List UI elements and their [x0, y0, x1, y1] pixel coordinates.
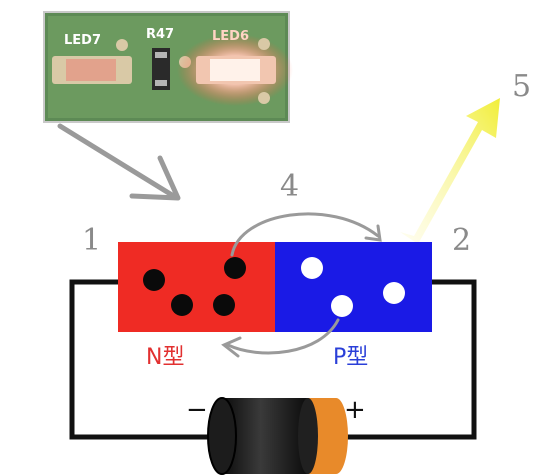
- led7-label: LED7: [64, 33, 101, 48]
- callout-4: 4: [280, 169, 299, 204]
- recombination-arrows: [221, 212, 382, 358]
- electron: [171, 294, 193, 316]
- battery-positive-end: [324, 398, 348, 474]
- callout-1: 1: [82, 223, 101, 258]
- callout-5: 5: [512, 69, 531, 104]
- led7-body: [66, 59, 116, 81]
- pcb-photo: LED7 R47 LED6: [43, 11, 293, 123]
- light-arrow-shape: [400, 98, 500, 244]
- battery: [207, 397, 348, 475]
- arrow-top-curve: [230, 212, 380, 257]
- hole: [331, 295, 353, 317]
- arrow-top-head: [364, 224, 382, 242]
- arrow-bottom-head: [221, 336, 242, 358]
- battery-minus-sign: −: [186, 395, 208, 425]
- n-type-label: N型: [146, 345, 184, 370]
- battery-plus-sign: +: [344, 395, 366, 425]
- r47-body: [152, 48, 170, 90]
- r47-pad-bottom: [155, 80, 167, 86]
- holes: [301, 257, 405, 317]
- led7-via: [116, 39, 128, 51]
- pointer-arrow: [57, 123, 181, 201]
- r47-pad-top: [155, 52, 167, 58]
- led6-via-top: [258, 38, 270, 50]
- electron: [213, 294, 235, 316]
- electrons: [143, 257, 246, 316]
- hole: [301, 257, 323, 279]
- p-type-region: [275, 242, 432, 332]
- battery-negative-end: [207, 397, 237, 475]
- battery-seam: [298, 398, 318, 474]
- hole: [383, 282, 405, 304]
- r47-label: R47: [146, 27, 174, 42]
- led6-via-bottom: [258, 92, 270, 104]
- led6-body: [210, 59, 260, 81]
- arrow-bottom-curve: [226, 318, 340, 355]
- electron: [143, 269, 165, 291]
- light-arrow: [400, 98, 500, 244]
- p-type-label: P型: [333, 345, 368, 370]
- electron: [224, 257, 246, 279]
- callout-2: 2: [452, 223, 471, 258]
- circuit-wire: [69, 279, 477, 440]
- n-type-region: [118, 242, 275, 332]
- led6-label: LED6: [212, 29, 249, 44]
